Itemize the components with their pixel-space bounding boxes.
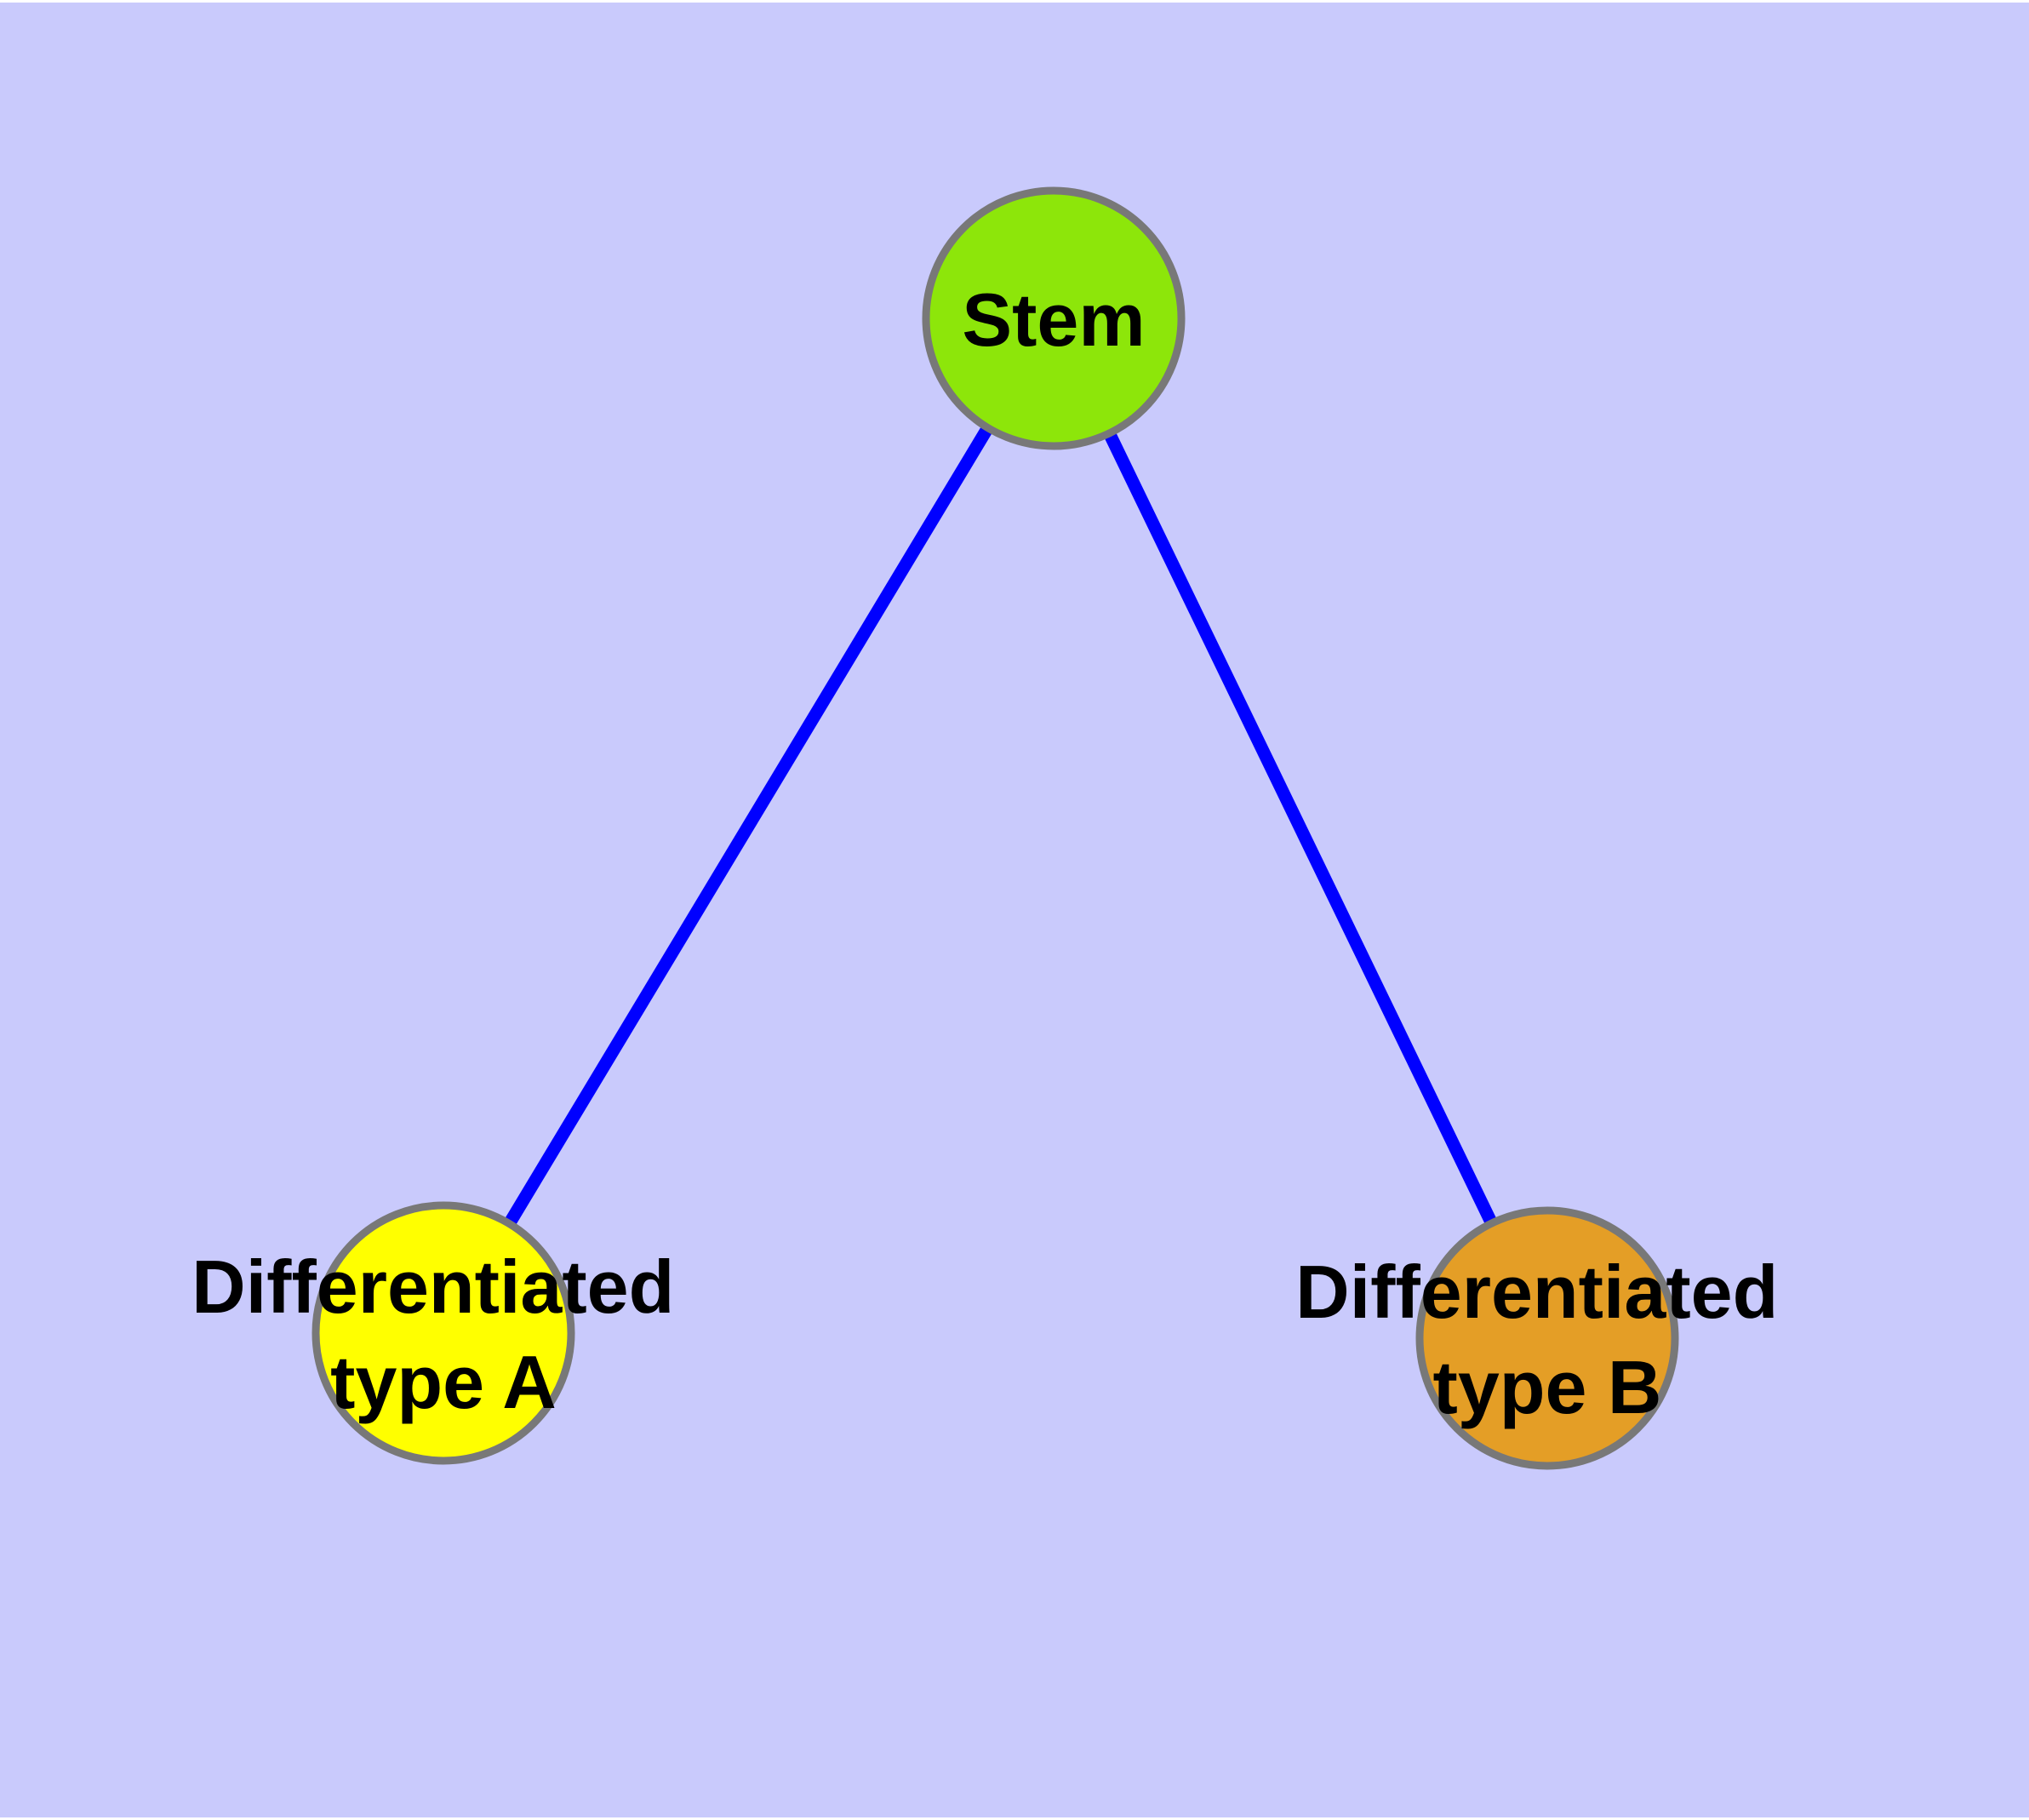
node-stem-label: Stem bbox=[962, 278, 1145, 362]
node-differentiated-type-b-label: Differentiated type B bbox=[1295, 1250, 1799, 1429]
label-line-1: Differentiated bbox=[1295, 1250, 1778, 1334]
label-line-2: type A bbox=[330, 1340, 557, 1424]
node-differentiated-type-a-label: Differentiated type A bbox=[191, 1245, 695, 1424]
edge-stem-to-differentiated-type-b bbox=[1048, 315, 1553, 1342]
label-line-1: Differentiated bbox=[191, 1245, 674, 1329]
label-line-2: type B bbox=[1433, 1345, 1662, 1429]
node-differentiated-type-b bbox=[1415, 1206, 1679, 1470]
edge-stem-to-differentiated-type-a bbox=[437, 315, 1060, 1336]
node-stem bbox=[922, 186, 1186, 450]
node-differentiated-type-a bbox=[311, 1201, 575, 1465]
